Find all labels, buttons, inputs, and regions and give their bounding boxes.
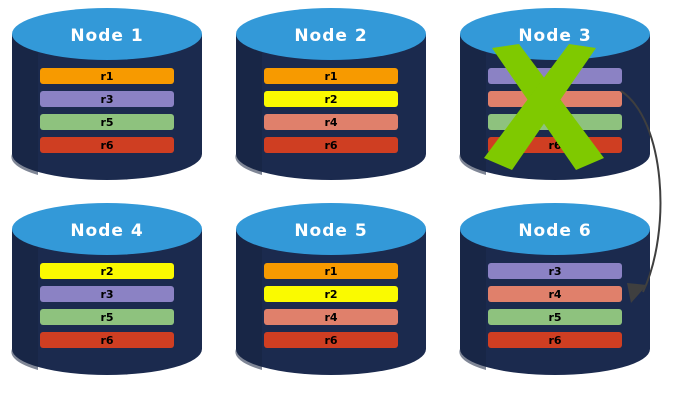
- record-bar-r3[interactable]: [40, 286, 174, 302]
- record-label: r4: [324, 116, 337, 129]
- record-label: r2: [324, 93, 337, 106]
- record-label: r1: [324, 265, 337, 278]
- node-cylinder-5[interactable]: Node 5 r1 r2 r4 r6: [235, 203, 426, 375]
- nodes-layer: Node 1 r1 r3 r5 r6 Node 2 r1 r2 r4 r6 Node 3 r3 r4 r5…: [11, 8, 650, 375]
- record-bar-r1[interactable]: [264, 68, 398, 84]
- record-label: r6: [324, 139, 337, 152]
- record-label: r4: [548, 288, 561, 301]
- node-failed-x-icon: [484, 44, 604, 170]
- node-cylinder-6[interactable]: Node 6 r3 r4 r5 r6: [459, 203, 650, 375]
- record-bar-r6[interactable]: [488, 332, 622, 348]
- record-bar-r4[interactable]: [264, 309, 398, 325]
- record-bar-r1[interactable]: [40, 68, 174, 84]
- record-bar-r2[interactable]: [264, 91, 398, 107]
- record-bar-r6[interactable]: [40, 332, 174, 348]
- node-cylinder-1[interactable]: Node 1 r1 r3 r5 r6: [11, 8, 202, 180]
- record-bar-r5[interactable]: [488, 309, 622, 325]
- record-bar-r5[interactable]: [40, 114, 174, 130]
- record-label: r2: [324, 288, 337, 301]
- record-bar-r6[interactable]: [264, 137, 398, 153]
- node-label: Node 4: [70, 221, 143, 241]
- record-label: r2: [100, 265, 113, 278]
- arrow-head-icon: [627, 283, 647, 303]
- cylinder-side-shading: [459, 34, 486, 175]
- record-label: r3: [548, 265, 561, 278]
- record-bar-r4[interactable]: [488, 286, 622, 302]
- node-label: Node 3: [518, 26, 591, 46]
- record-bar-r3[interactable]: [488, 263, 622, 279]
- cylinder-top-disc: [12, 8, 202, 60]
- cylinder-top-disc: [236, 203, 426, 255]
- record-label: r6: [548, 334, 561, 347]
- record-label: r6: [324, 334, 337, 347]
- record-bar-r1[interactable]: [264, 263, 398, 279]
- node-label: Node 1: [70, 26, 143, 46]
- record-label: r6: [100, 139, 113, 152]
- cylinder-side-shading: [11, 34, 38, 175]
- node-label: Node 6: [518, 221, 591, 241]
- node-cylinder-4[interactable]: Node 4 r2 r3 r5 r6: [11, 203, 202, 375]
- record-label: r3: [100, 288, 113, 301]
- record-label: r5: [548, 311, 561, 324]
- record-bar-r4[interactable]: [264, 114, 398, 130]
- node-cylinder-2[interactable]: Node 2 r1 r2 r4 r6: [235, 8, 426, 180]
- record-bar-r2[interactable]: [264, 286, 398, 302]
- x-icon-stroke-b: [484, 44, 596, 170]
- record-label: r4: [324, 311, 337, 324]
- record-bar-r6[interactable]: [264, 332, 398, 348]
- record-label: r6: [100, 334, 113, 347]
- cylinder-side-shading: [235, 34, 262, 175]
- record-label: r5: [100, 311, 113, 324]
- record-label: r1: [324, 70, 337, 83]
- arrow-curve: [620, 90, 662, 293]
- cylinder-top-disc: [12, 203, 202, 255]
- record-bar-r2[interactable]: [40, 263, 174, 279]
- cylinder-side-shading: [235, 229, 262, 370]
- cylinder-top-disc: [460, 203, 650, 255]
- record-bar-r6[interactable]: [40, 137, 174, 153]
- record-label: r3: [100, 93, 113, 106]
- record-label: r1: [100, 70, 113, 83]
- record-bar-r3[interactable]: [40, 91, 174, 107]
- cylinder-top-disc: [236, 8, 426, 60]
- cylinder-side-shading: [11, 229, 38, 370]
- failure-marker-layer: [484, 44, 604, 170]
- node-label: Node 2: [294, 26, 367, 46]
- cylinder-side-shading: [459, 229, 486, 370]
- replication-arrow: [620, 90, 662, 303]
- record-label: r5: [100, 116, 113, 129]
- record-bar-r5[interactable]: [40, 309, 174, 325]
- node-label: Node 5: [294, 221, 367, 241]
